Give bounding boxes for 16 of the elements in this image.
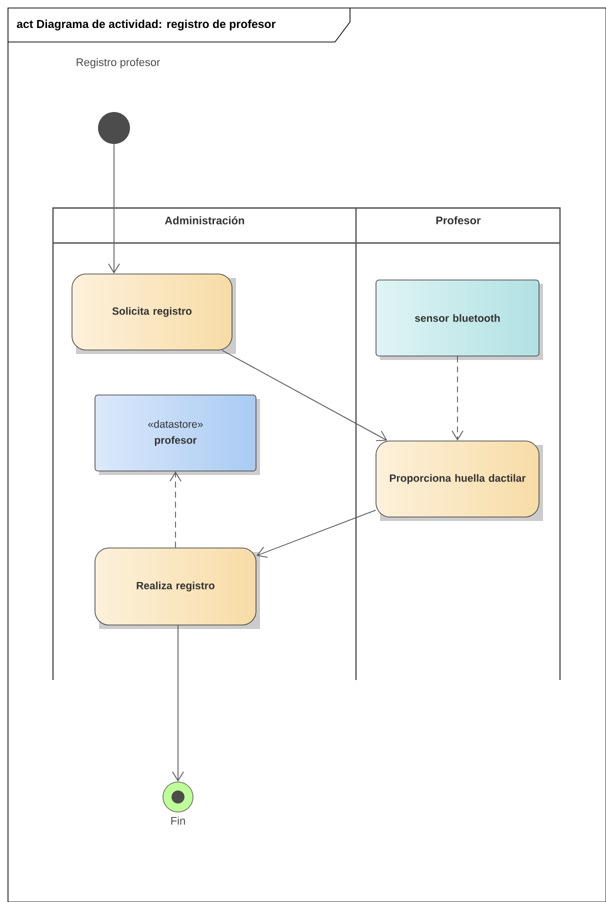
arrow	[108, 144, 120, 274]
arrow	[172, 624, 184, 782]
node-caption: Registro profesor	[76, 58, 160, 68]
initial-node	[98, 112, 130, 144]
final-node	[162, 782, 194, 812]
action-box: Proporciona huella dactilar	[376, 440, 543, 521]
arrow	[170, 471, 182, 548]
action-box: Realiza registro	[94, 548, 260, 629]
diagram-title: act Diagrama de actividad: registro de profesor	[16, 20, 276, 30]
object-box: «datastore» profesor	[94, 394, 260, 475]
action-box: Solicita registro	[72, 274, 236, 354]
arrow	[452, 356, 464, 441]
arrow	[256, 510, 376, 558]
arrow	[222, 350, 388, 442]
object-box: sensor bluetooth	[376, 280, 543, 360]
node-caption: Fin	[171, 816, 185, 825]
